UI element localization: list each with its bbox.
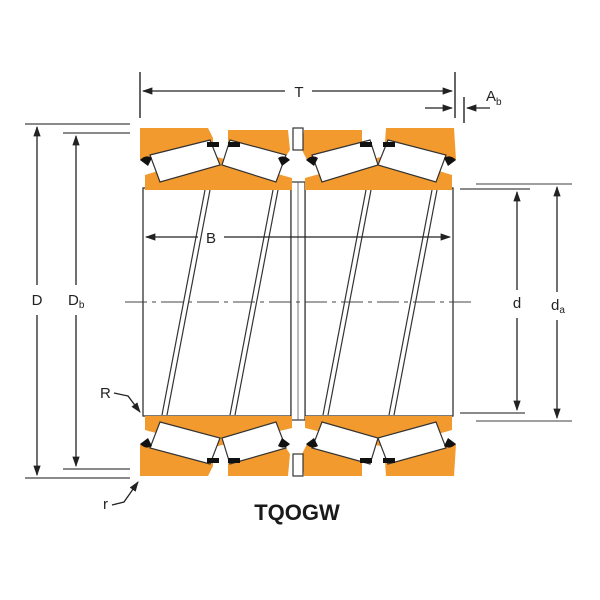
dimension-T: T (139, 72, 456, 118)
label-da: da (551, 297, 565, 316)
label-R: R (100, 385, 111, 402)
dimension-Db: Db (63, 132, 130, 470)
label-Db: Db (68, 292, 85, 311)
dimension-D: D (25, 123, 130, 479)
label-D: D (32, 292, 43, 309)
label-B: B (206, 230, 216, 247)
bearing-type-title: TQOGW (254, 500, 340, 525)
label-Ab: Ab (486, 88, 502, 108)
dimension-B: B (144, 230, 452, 247)
label-R-group: R (100, 385, 141, 413)
bearing-top-section (140, 127, 456, 190)
label-d: d (513, 295, 521, 312)
bore-section (125, 181, 475, 421)
dimension-d: d (460, 188, 530, 414)
bearing-bottom-section (140, 416, 456, 477)
label-r: r (103, 496, 108, 513)
dimension-da: da (476, 183, 572, 422)
label-r-group: r (103, 481, 139, 513)
dimension-Ab: Ab (425, 88, 502, 123)
label-T: T (294, 84, 303, 101)
